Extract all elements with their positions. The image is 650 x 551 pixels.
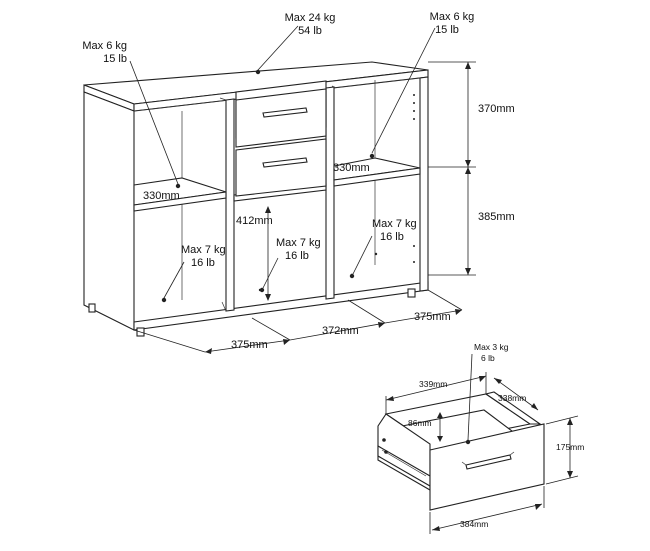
drawer-labels: Max 3 kg 6 lb 339mm 338mm 86mm 175mm 384… [408,342,584,529]
drawer-handle[interactable] [465,454,512,470]
cabinet-labels: Max 24 kg 54 lb Max 6 kg 15 lb Max 6 kg … [82,11,514,351]
center-width-dim: 372mm [322,325,359,337]
lower-height-dim: 385mm [478,211,515,223]
drawer-height-dim: 175mm [556,442,584,452]
left-shelf-load-lb: 15 lb [103,53,127,65]
cabinet-leg [88,303,96,313]
load-pointers [129,25,436,303]
top-drawer-handle[interactable] [262,107,308,118]
cabinet-left-divider [225,98,235,312]
top-load-lb: 54 lb [298,25,322,37]
left-width-dim: 375mm [231,339,268,351]
drawer-load-lb: 6 lb [481,353,495,363]
upper-height-dim: 370mm [478,103,515,115]
cabinet-dimensions [133,61,476,354]
left-depth-dim: 330mm [143,190,180,202]
drawer-inner-width-dim: 339mm [419,379,447,389]
cabinet-left-side [83,91,135,331]
drawer-inner-height-dim: 86mm [408,418,432,428]
drawer-dimensions [385,353,579,534]
center-height-dim: 412mm [236,215,273,227]
drawer-drawing [377,391,545,511]
drawer-screws [382,438,388,454]
bottom-drawer-handle[interactable] [262,157,308,168]
drawer-right-side [484,391,542,425]
cabinet-right-divider [325,86,335,300]
cabinet-leg [407,288,416,298]
bottom-drawer[interactable] [235,138,327,197]
right-shelf-load-lb: 15 lb [435,24,459,36]
drawer-load-kg: Max 3 kg [474,342,509,352]
cabinet-drawing [83,61,429,337]
drawer-front-width-dim: 384mm [460,519,488,529]
top-drawer[interactable] [235,88,327,148]
right-bottom-load-kg: Max 7 kg [372,218,417,230]
left-bottom-load-lb: 16 lb [191,257,215,269]
drawer-front[interactable] [429,423,545,511]
top-load-kg: Max 24 kg [285,12,336,24]
left-bottom-load-kg: Max 7 kg [181,244,226,256]
left-shelf-load-kg: Max 6 kg [82,40,127,52]
right-shelf-load-kg: Max 6 kg [430,11,475,23]
right-bottom-load-lb: 16 lb [380,231,404,243]
drawer-depth-dim: 338mm [498,393,526,403]
right-depth-dim: 330mm [333,162,370,174]
center-bottom-load-kg: Max 7 kg [276,237,321,249]
center-bottom-load-lb: 16 lb [285,250,309,262]
right-width-dim: 375mm [414,311,451,323]
